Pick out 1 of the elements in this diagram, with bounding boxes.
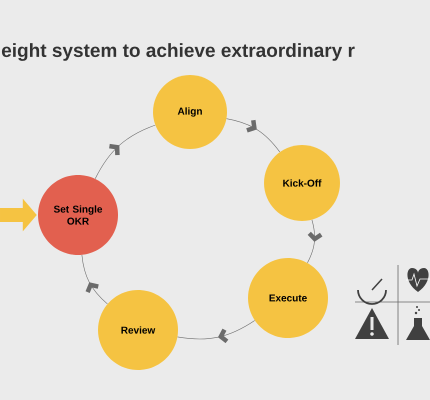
title: eight system to achieve extraordinary r — [2, 43, 355, 61]
